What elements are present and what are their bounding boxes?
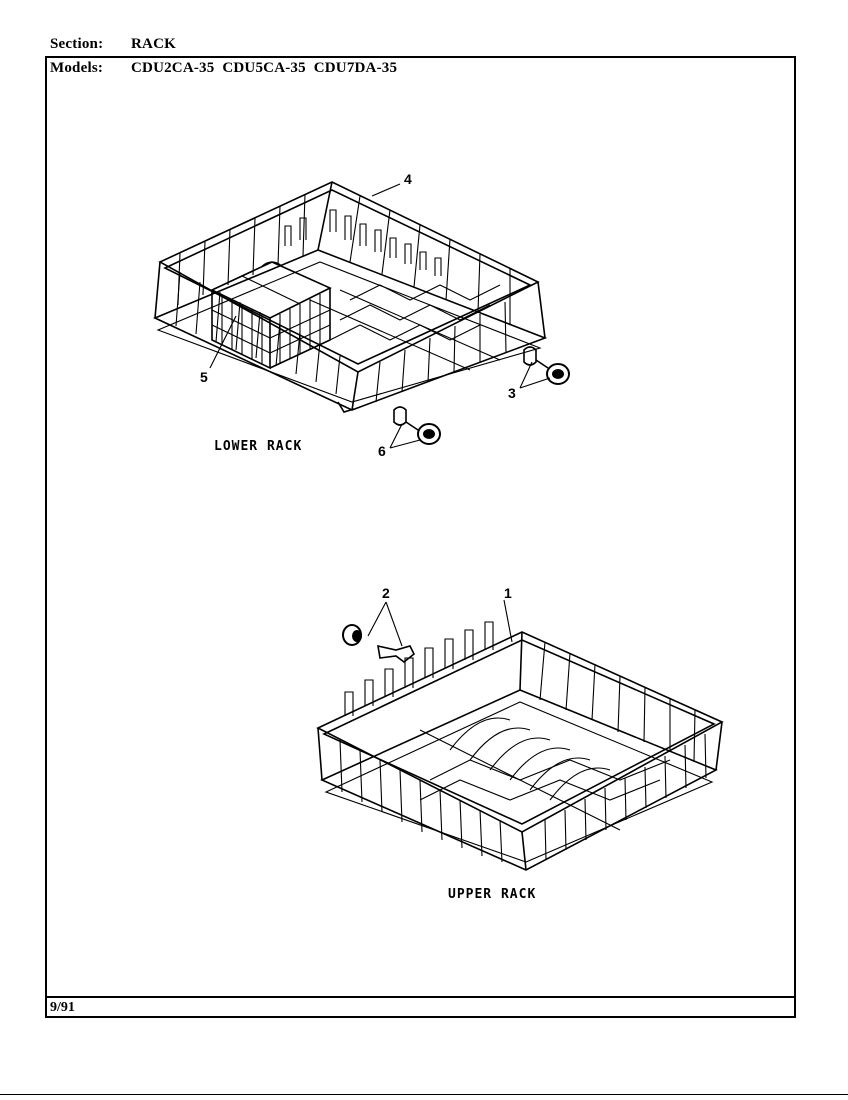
footer-divider [45, 996, 796, 998]
lower-rack-drawing [153, 181, 570, 449]
callout-6: 6 [378, 443, 386, 459]
callout-2: 2 [382, 585, 390, 601]
callout-1: 1 [504, 585, 512, 601]
upper-rack-drawing [316, 599, 724, 871]
footer-date: 9/91 [50, 1000, 75, 1015]
callout-3: 3 [508, 385, 516, 401]
page-bottom-rule [0, 1094, 848, 1095]
callout-5: 5 [200, 369, 208, 385]
diagram-frame [45, 56, 796, 1018]
wheel-assembly-6 [393, 406, 441, 445]
models-label: Models: [50, 60, 104, 76]
rack-clip-assembly-2 [342, 624, 416, 664]
section-label: Section: [50, 36, 104, 52]
upper-rack-label: UPPER RACK [448, 887, 536, 902]
callout-4: 4 [404, 171, 412, 187]
section-value: RACK [131, 36, 176, 52]
wheel-assembly-3 [523, 346, 570, 385]
lower-rack-label: LOWER RACK [214, 439, 302, 454]
models-value: CDU2CA-35 CDU5CA-35 CDU7DA-35 [131, 60, 398, 76]
